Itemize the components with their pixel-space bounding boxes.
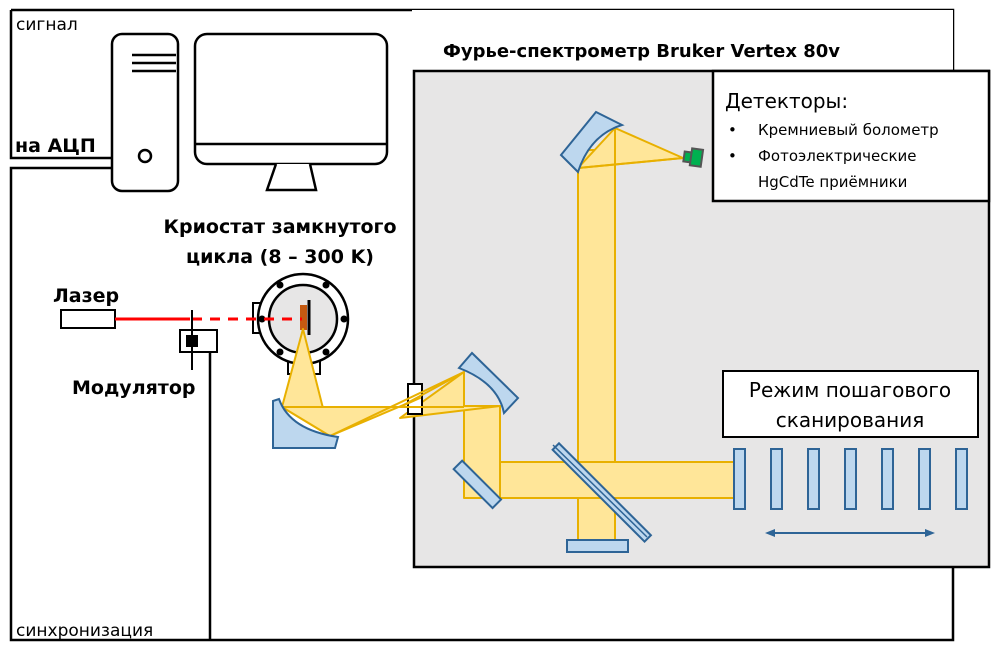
step-scan-mirror-position xyxy=(918,448,931,510)
cryostat-label-line1: Криостат замкнутого xyxy=(163,216,396,238)
step-scan-mirror-position xyxy=(733,448,746,510)
signal-label: сигнал xyxy=(16,15,78,35)
bullet: • xyxy=(728,147,737,165)
beamsplitter xyxy=(551,441,653,544)
step-scan-mirror-position xyxy=(955,448,968,510)
step-scan-box: Режим пошагового сканирования xyxy=(722,370,979,438)
top-curved-mirror xyxy=(559,110,625,174)
flat-mirror xyxy=(452,459,503,510)
spectrometer-title: Фурье-спектрометр Bruker Vertex 80v xyxy=(443,41,840,62)
adc-label: на АЦП xyxy=(15,135,96,157)
laser-label: Лазер xyxy=(53,285,119,307)
computer-tower-icon xyxy=(110,32,180,193)
sync-label: синхронизация xyxy=(16,621,153,641)
step-scan-mirror-position xyxy=(844,448,857,510)
monitor-icon xyxy=(193,32,389,192)
entrance-curved-mirror xyxy=(457,351,520,416)
sync-frame xyxy=(9,166,955,642)
step-scan-line1: Режим пошагового xyxy=(749,378,951,402)
step-scan-mirror-position xyxy=(881,448,894,510)
detector-item: HgCdTe приёмники xyxy=(758,173,907,191)
modulator-icon xyxy=(179,310,218,370)
detectors-heading: Детекторы: xyxy=(725,89,848,113)
detectors-box: Детекторы: • Кремниевый болометр • Фотоэ… xyxy=(711,69,991,203)
spectrometer-title-area xyxy=(412,10,953,72)
scan-direction-arrow xyxy=(765,529,935,537)
beam-horizontal xyxy=(499,461,737,499)
cryostat-label-line2: цикла (8 – 300 K) xyxy=(186,246,374,268)
bullet: • xyxy=(728,121,737,139)
laser-icon xyxy=(60,309,116,329)
modulator-label: Модулятор xyxy=(72,377,195,399)
step-scan-mirror-position xyxy=(807,448,820,510)
cryostat-icon xyxy=(252,272,350,375)
parabolic-mirror xyxy=(272,397,340,449)
step-scan-line2: сканирования xyxy=(776,408,925,432)
sample xyxy=(300,305,307,330)
fixed-mirror xyxy=(566,539,629,553)
step-scan-mirror-position xyxy=(770,448,783,510)
detector-item: Фотоэлектрические xyxy=(758,147,917,165)
step-scan-mirrors xyxy=(733,448,968,510)
detector-item: Кремниевый болометр xyxy=(758,121,939,139)
signal-frame-left xyxy=(9,10,112,160)
detector-icon xyxy=(682,147,705,168)
